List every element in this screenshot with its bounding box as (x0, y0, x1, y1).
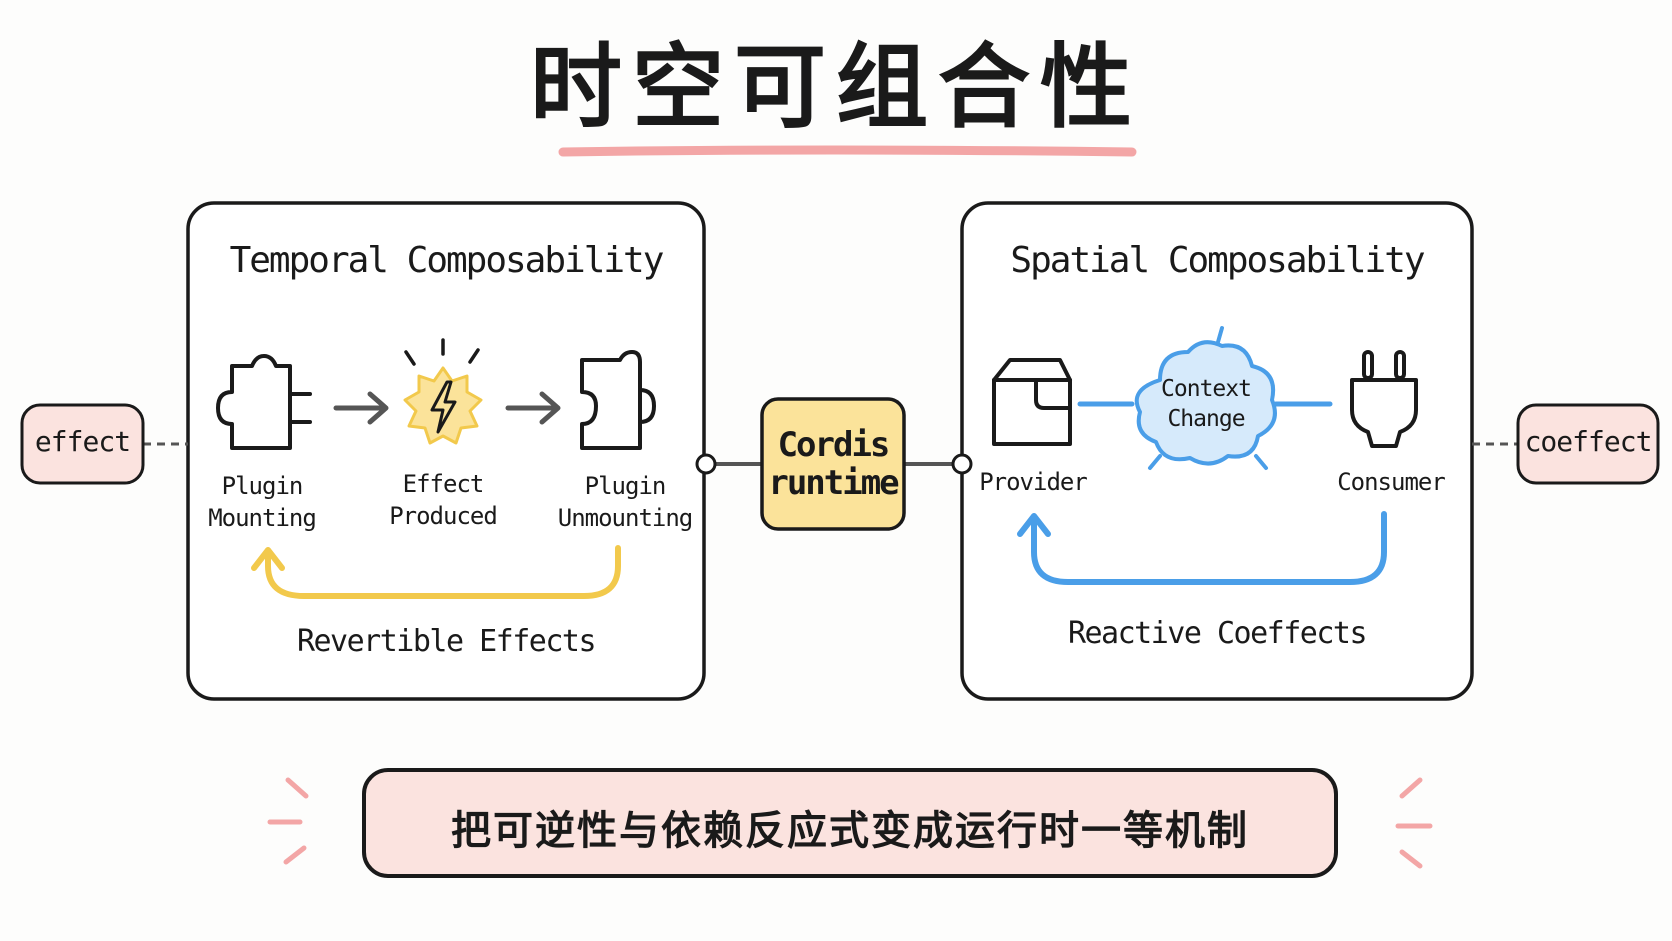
context-line1: Context (1161, 376, 1252, 402)
coeffect-pill-label: coeffect (1524, 425, 1653, 458)
runtime-line2: runtime (768, 463, 899, 503)
runtime-label: Cordis runtime (762, 426, 904, 502)
arrow-mount-to-effect (333, 391, 389, 425)
effect-pill-label: effect (34, 425, 131, 458)
effect-produced-line1: Effect (402, 470, 485, 498)
revertible-arrow (251, 545, 621, 599)
cloud-icon (1134, 326, 1277, 470)
effect-pill (20, 403, 145, 485)
plugin-mounting-line2: Mounting (208, 504, 317, 532)
consumer-label: Consumer (1337, 468, 1446, 496)
arrow-effect-to-unmount (505, 391, 561, 425)
spatial-title: Spatial Composability (1010, 240, 1425, 281)
provider-label: Provider (979, 468, 1088, 496)
lightning-burst-icon (403, 338, 483, 445)
plugin-unmounting-line1: Plugin (584, 472, 667, 500)
plugin-unmounting-line2: Unmounting (557, 504, 694, 532)
plugin-unmounting-label: Plugin Unmounting (552, 470, 698, 534)
temporal-title: Temporal Composability (229, 240, 665, 281)
summary-banner-text: 把可逆性与依赖反应式变成运行时一等机制 (451, 808, 1249, 854)
electric-plug-icon (1350, 350, 1418, 448)
runtime-node-right (951, 453, 973, 475)
context-line2: Change (1167, 406, 1245, 432)
effect-produced-line2: Produced (389, 502, 498, 530)
reactive-arrow (1017, 511, 1387, 585)
page-title: 时空可组合性 (529, 34, 1142, 141)
context-change-label: Context Change (1140, 374, 1272, 434)
puzzle-plug-icon (216, 354, 312, 450)
revertible-caption: Revertible Effects (296, 624, 597, 659)
runtime-line1: Cordis (777, 425, 891, 465)
summary-banner (362, 768, 1338, 878)
decor-dashes-left (267, 777, 309, 865)
temporal-panel (186, 201, 706, 701)
box-icon (992, 358, 1072, 446)
puzzle-socket-icon (580, 350, 656, 450)
decor-dashes-right (1395, 777, 1433, 869)
coeffect-pill (1516, 403, 1660, 485)
runtime-node-left (695, 453, 717, 475)
title-underline (558, 145, 1137, 157)
runtime-box (760, 397, 906, 531)
reactive-caption: Reactive Coeffects (1067, 616, 1368, 651)
plugin-mounting-line1: Plugin (221, 472, 304, 500)
effect-produced-label: Effect Produced (378, 468, 508, 532)
plugin-mounting-label: Plugin Mounting (196, 470, 328, 534)
